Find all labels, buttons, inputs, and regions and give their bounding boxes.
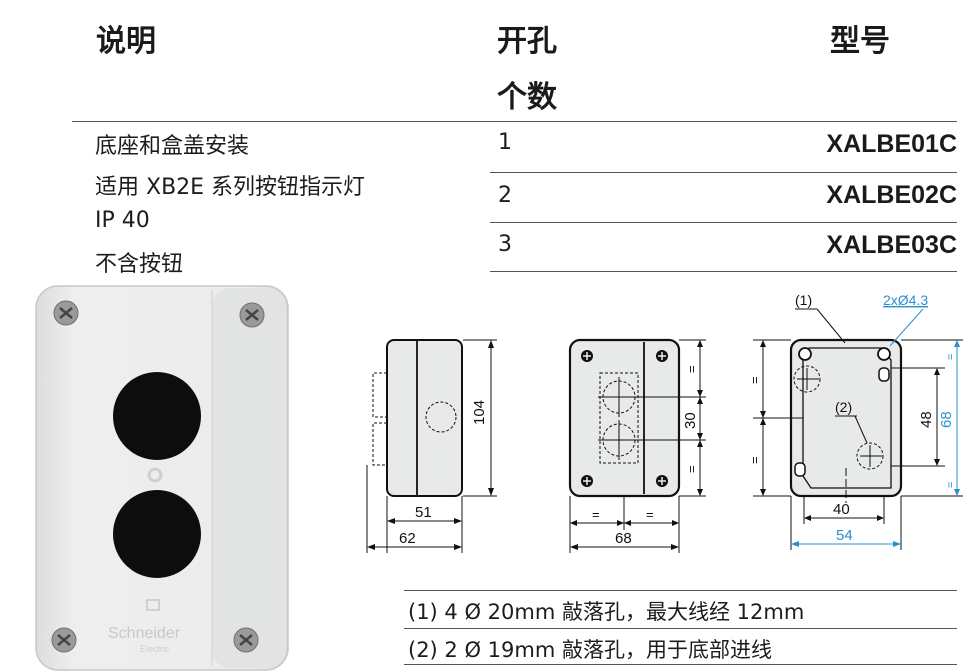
callout-2-leader <box>854 415 868 444</box>
dim-spacing-label: 30 <box>682 412 699 429</box>
mount-hole <box>877 347 891 361</box>
dim-height-label: 104 <box>471 400 488 425</box>
side-hole-hidden <box>425 401 457 433</box>
dim-inner-height-label: 48 <box>918 411 935 428</box>
dim-width-label: 68 <box>615 530 632 547</box>
dim-inner-width-label: 40 <box>833 501 850 518</box>
table-row: 1 XALBE01C <box>490 122 957 172</box>
side-protrusion <box>372 372 387 466</box>
front-body <box>568 338 681 498</box>
dim-equal-mark: = <box>684 365 699 373</box>
brand-logo: Schneider <box>108 625 181 642</box>
dim-outer-width-label: 62 <box>399 530 416 547</box>
screw-icon <box>51 627 77 653</box>
notes-rule <box>404 590 957 591</box>
note-1: (1) 4 Ø 20mm 敲落孔，最大线经 12mm <box>408 600 805 624</box>
center-marker <box>147 467 163 483</box>
dim-equal-mark: = <box>684 465 699 473</box>
screw-icon <box>233 627 259 653</box>
screw-icon <box>239 302 265 328</box>
table-bottom-rule <box>490 271 957 272</box>
knockout-hole <box>113 372 201 460</box>
hole-count: 2 <box>498 183 512 208</box>
hole-count: 1 <box>498 130 512 155</box>
table-row: 3 XALBE03C <box>490 223 957 271</box>
screw-icon <box>656 350 668 362</box>
dim-equal-mark: = <box>592 507 600 522</box>
screw-icon <box>581 475 593 487</box>
mount-hole <box>798 347 812 361</box>
label-marker <box>146 599 160 611</box>
drawing-front-view: = 30 = = = 68 <box>568 338 706 553</box>
mount-slot <box>878 367 890 382</box>
dim-equal-mark: = <box>945 354 957 360</box>
callout-1-leader <box>816 308 846 344</box>
mount-slot <box>794 462 806 477</box>
dim-equal-mark: = <box>945 482 957 488</box>
front-hole-region <box>599 372 639 464</box>
reference-code: XALBE01C <box>826 130 957 158</box>
enclosure-side-panel <box>212 288 286 668</box>
drawing-back-view: (1) (2) 2xØ4.3 = = 48 68 = = 40 54 <box>747 292 963 550</box>
mount-hole-spec: 2xØ4.3 <box>883 292 928 308</box>
product-photo: Schneider Electric <box>35 285 289 671</box>
screw-icon <box>656 475 668 487</box>
note-2: (2) 2 Ø 19mm 敲落孔，用于底部进线 <box>408 638 772 662</box>
dim-equal-mark: = <box>747 376 762 384</box>
reference-code: XALBE02C <box>826 181 957 209</box>
header-holes-line1: 开孔 <box>497 24 557 59</box>
screw-icon <box>581 350 593 362</box>
dim-inner-width-label: 51 <box>415 504 432 521</box>
row-rule <box>490 172 957 173</box>
header-holes-line2: 个数 <box>497 80 557 115</box>
dim-outer-height-label: 68 <box>938 411 955 428</box>
dim-equal-mark: = <box>747 456 762 464</box>
header-reference: 型号 <box>830 24 890 59</box>
bottom-knockout-hidden <box>856 442 884 470</box>
table-row: 2 XALBE02C <box>490 173 957 223</box>
reference-code: XALBE03C <box>826 231 957 259</box>
bottom-knockout-hidden <box>793 365 821 393</box>
dim-equal-mark: = <box>646 507 654 522</box>
notes-rule <box>404 664 957 665</box>
screw-icon <box>53 300 79 326</box>
drawing-side-view: 104 51 62 <box>366 339 497 553</box>
brand-logo-sub: Electric <box>140 644 170 654</box>
dim-outer-width-label: 54 <box>836 527 853 544</box>
description-line: 适用 XB2E 系列按钮指示灯 <box>95 175 366 200</box>
description-line: 底座和盒盖安装 <box>95 134 250 159</box>
hole-count: 3 <box>498 232 512 257</box>
callout-2-label: (2) <box>835 399 852 415</box>
table-top-rule <box>72 121 957 122</box>
description-line: 不含按钮 <box>95 252 184 277</box>
row-rule <box>490 222 957 223</box>
description-line: IP 40 <box>95 208 150 233</box>
side-body <box>386 339 463 497</box>
notes-rule <box>404 628 957 629</box>
callout-1-label: (1) <box>795 292 812 308</box>
knockout-hole <box>113 490 201 578</box>
header-description: 说明 <box>96 24 156 59</box>
